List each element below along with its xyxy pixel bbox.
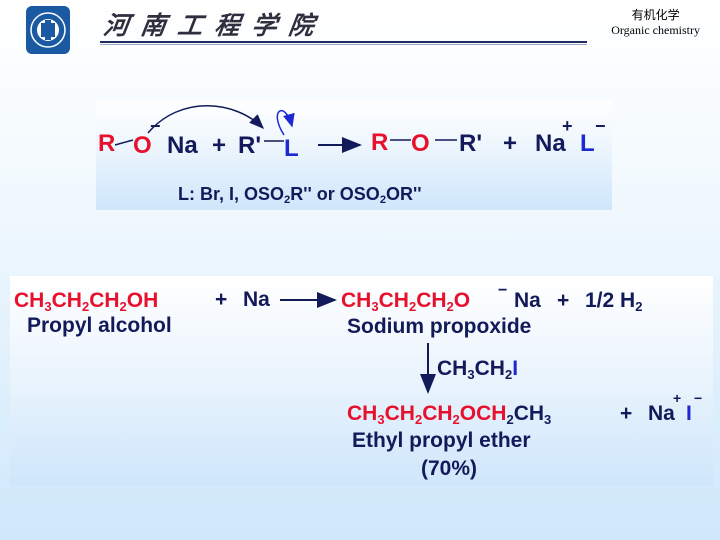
curved-arrow-leaving-group xyxy=(276,110,295,136)
plus-sign-2: + xyxy=(503,130,518,157)
school-logo xyxy=(26,6,70,54)
f-ch: CH xyxy=(474,357,505,380)
f-sub: 3 xyxy=(544,411,552,427)
leaving-group-note: L: Br, I, OSO2R'' or OSO2OR'' xyxy=(178,184,422,207)
nai-na: Na xyxy=(648,402,675,425)
propanol-name: Propyl alcohol xyxy=(27,314,172,337)
h2-text: 1/2 H xyxy=(585,289,636,312)
product-r: R xyxy=(371,129,389,156)
f-ch: CH xyxy=(416,289,447,312)
reactant-r-prime: R' xyxy=(238,132,262,159)
sodium: Na xyxy=(243,288,270,311)
plus-sign-3: + xyxy=(215,288,228,311)
header-rule-thin xyxy=(100,44,587,45)
f-ch: CH xyxy=(341,289,372,312)
f-ch: CH xyxy=(347,402,378,425)
nai-i: I xyxy=(686,402,692,425)
f-ch: CH xyxy=(513,402,545,425)
yield: (70%) xyxy=(421,457,478,480)
f-sub: 2 xyxy=(81,298,90,314)
bond-r-o xyxy=(114,139,134,146)
h2-sub: 2 xyxy=(635,298,643,314)
propanol-formula: CH3CH2CH2OH xyxy=(14,289,159,314)
na-plus-charge: + xyxy=(562,116,573,136)
propoxide-name: Sodium propoxide xyxy=(347,315,532,338)
propoxide-na: Na xyxy=(514,289,541,312)
leaving-group-l: L xyxy=(284,135,299,162)
f-ch: CH xyxy=(378,289,409,312)
plus-sign: + xyxy=(212,132,227,159)
example-reaction-panel xyxy=(10,276,713,486)
reactant-r: R xyxy=(98,130,116,157)
hydrogen: 1/2 H2 xyxy=(585,289,643,314)
f-ch: CH xyxy=(51,289,82,312)
product-r-prime: R' xyxy=(459,130,483,157)
f-oh: OH xyxy=(126,289,159,312)
f-sub: 2 xyxy=(452,411,460,427)
f-ch: CH xyxy=(384,402,415,425)
f-ch: CH xyxy=(14,289,45,312)
course-title: 有机化学 Organic chemistry xyxy=(611,8,700,38)
ether-formula: CH3CH2CH2OCH2CH3 xyxy=(347,402,552,427)
f-sub: 2 xyxy=(119,298,127,314)
header-rule xyxy=(100,41,587,43)
note-sub-1: 2 xyxy=(284,194,291,207)
reactant-o: O xyxy=(133,132,152,159)
f-ch: CH xyxy=(89,289,120,312)
f-sub: 3 xyxy=(44,298,52,314)
f-sub: 2 xyxy=(408,298,417,314)
nai-plus-charge: + xyxy=(673,390,682,406)
product-o: O xyxy=(411,130,430,157)
general-equation: R xyxy=(98,130,115,158)
nai-minus-charge: − xyxy=(694,390,703,406)
f-o: O xyxy=(453,289,471,312)
f-ch: CH xyxy=(422,402,453,425)
note-suffix: OR'' xyxy=(386,184,422,204)
product-l: L xyxy=(580,130,595,157)
f-ch: CH xyxy=(437,357,468,380)
f-sub: 3 xyxy=(467,366,475,382)
note-sub-2: 2 xyxy=(379,194,387,207)
ether-name: Ethyl propyl ether xyxy=(352,429,531,452)
f-och: OCH xyxy=(459,402,507,425)
f-sub: 2 xyxy=(504,366,513,382)
note-prefix: L: Br, I, OSO xyxy=(178,184,285,204)
curved-arrow-nucleophile xyxy=(147,105,265,134)
propoxide-charge: − xyxy=(498,282,508,299)
f-sub: 3 xyxy=(371,298,379,314)
f-i: I xyxy=(512,357,519,380)
plus-sign-5: + xyxy=(620,402,633,425)
reactant-na: Na xyxy=(167,132,198,159)
course-title-en: Organic chemistry xyxy=(611,23,700,37)
f-sub: 2 xyxy=(414,411,423,427)
f-sub: 2 xyxy=(446,298,454,314)
general-reaction-panel xyxy=(96,101,612,210)
f-sub: 3 xyxy=(377,411,385,427)
f-sub: 2 xyxy=(506,411,514,427)
product-na: Na xyxy=(535,130,566,157)
reagent: CH3CH2I xyxy=(437,357,519,382)
note-mid: R'' or OSO xyxy=(290,184,380,204)
plus-sign-4: + xyxy=(557,289,570,312)
course-title-cn: 有机化学 xyxy=(631,8,680,22)
propoxide-formula: CH3CH2CH2O xyxy=(341,289,471,314)
l-minus-charge: − xyxy=(595,116,606,136)
